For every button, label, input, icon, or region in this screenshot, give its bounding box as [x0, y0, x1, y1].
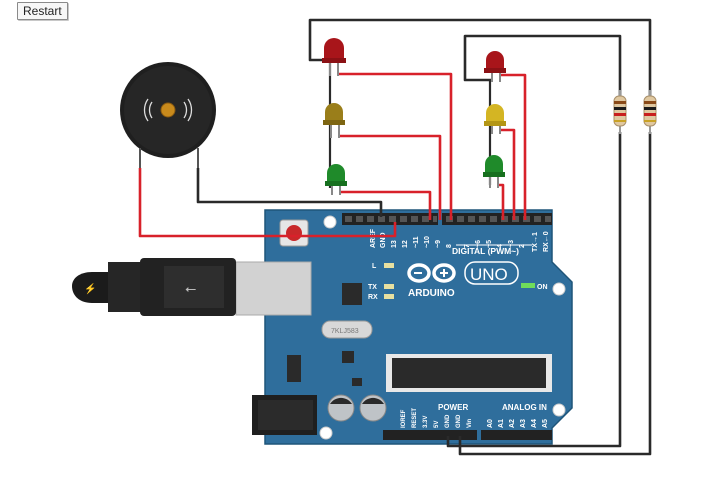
usb-chip	[342, 283, 362, 305]
crystal-label: 7KLJ583	[331, 328, 359, 335]
analog-pin-labels: A0 A1 A2 A3 A4 A5	[487, 419, 549, 428]
usb-cable[interactable]: ⚡ ⭠	[72, 258, 312, 316]
svg-text:8: 8	[446, 244, 453, 248]
svg-text:2: 2	[519, 244, 526, 248]
svg-text:RESET: RESET	[412, 408, 418, 428]
power-pin-labels: IOREF RESET 3.3V 5V GND GND Vin	[401, 408, 473, 428]
digital-label: DIGITAL (PWM~)	[452, 246, 519, 256]
on-label: ON	[537, 284, 548, 291]
crystal	[321, 320, 373, 339]
resistor-1[interactable]	[613, 90, 627, 134]
led-red-right[interactable]	[484, 51, 506, 82]
top-pin-labels: AREF GND 13 12 ~11 ~10 ~9 8 7 ~6 ~5 4 ~3…	[370, 228, 550, 252]
svg-text:A3: A3	[520, 419, 527, 428]
svg-text:12: 12	[402, 240, 409, 248]
header-analog	[481, 430, 552, 440]
svg-text:A0: A0	[487, 419, 494, 428]
rx-led-label: RX	[368, 294, 378, 301]
svg-text:AREF: AREF	[370, 228, 377, 248]
small-chip	[342, 351, 354, 363]
reset-button[interactable]	[279, 219, 309, 247]
usb-power-icon: ⚡	[84, 282, 96, 295]
svg-text:3.3V: 3.3V	[423, 416, 429, 428]
resistor-2[interactable]	[643, 90, 657, 134]
tx-led-label: TX	[368, 284, 377, 291]
svg-text:GND: GND	[380, 232, 387, 248]
led-green-left[interactable]	[325, 164, 347, 195]
svg-text:13: 13	[391, 240, 398, 248]
svg-text:~5: ~5	[486, 240, 493, 248]
svg-text:4: 4	[497, 244, 504, 248]
led-yellow-right[interactable]	[484, 104, 506, 134]
svg-text:A2: A2	[509, 419, 516, 428]
led-green-right[interactable]	[483, 155, 505, 188]
svg-text:TX→1: TX→1	[532, 232, 539, 252]
regulator	[287, 355, 301, 382]
svg-text:A1: A1	[498, 419, 505, 428]
power-label: POWER	[438, 403, 468, 412]
svg-text:5V: 5V	[434, 421, 440, 428]
svg-text:Vin: Vin	[467, 418, 473, 428]
rx-led	[384, 294, 394, 299]
svg-text:A4: A4	[531, 419, 538, 428]
svg-text:~10: ~10	[424, 236, 431, 248]
l-led	[384, 263, 394, 268]
svg-text:~3: ~3	[508, 240, 515, 248]
wires[interactable]	[138, 18, 652, 456]
model-label: UNO	[470, 265, 508, 284]
svg-text:IOREF: IOREF	[401, 409, 407, 428]
restart-button[interactable]: Restart	[17, 2, 68, 20]
header-power	[383, 430, 477, 440]
svg-text:A5: A5	[542, 419, 549, 428]
svg-text:~9: ~9	[435, 240, 442, 248]
l-led-label: L	[372, 263, 377, 270]
svg-text:7: 7	[464, 244, 471, 248]
led-yellow-left[interactable]	[323, 103, 345, 138]
svg-text:GND: GND	[445, 414, 451, 428]
mcu-chip	[392, 358, 546, 388]
svg-text:~11: ~11	[413, 236, 420, 248]
svg-text:RX←0: RX←0	[543, 231, 550, 252]
usb-symbol-icon: ⭠	[185, 280, 196, 296]
tx-led	[384, 284, 394, 289]
on-led	[521, 283, 535, 288]
piezo-buzzer[interactable]	[120, 62, 216, 168]
arduino-board[interactable]: AREF GND 13 12 ~11 ~10 ~9 8 7 ~6 ~5 4 ~3…	[252, 209, 573, 445]
svg-text:~6: ~6	[475, 240, 482, 248]
led-red-left[interactable]	[322, 38, 346, 76]
analog-label: ANALOG IN	[502, 403, 547, 412]
svg-text:GND: GND	[456, 414, 462, 428]
arduino-logo-icon	[407, 263, 456, 283]
brand-label: ARDUINO	[408, 288, 455, 299]
